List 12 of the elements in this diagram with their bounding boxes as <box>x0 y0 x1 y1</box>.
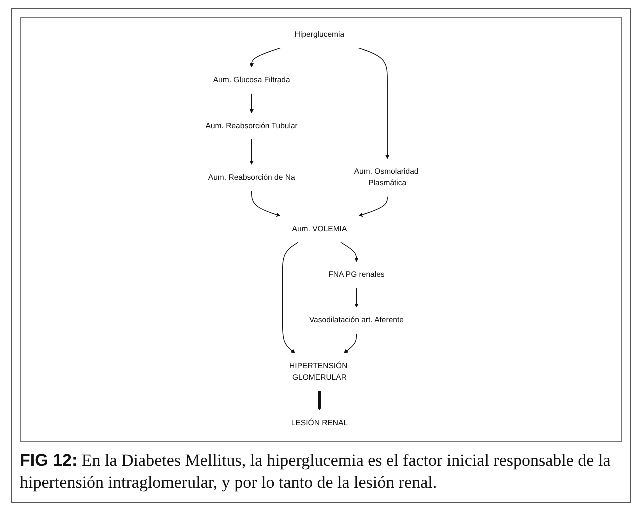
arrow <box>251 190 281 218</box>
arrow <box>318 391 322 411</box>
arrow <box>282 242 299 354</box>
arrow <box>358 196 388 218</box>
arrow <box>344 334 358 354</box>
arrow <box>358 48 390 160</box>
arrow <box>340 242 359 262</box>
figure-caption: FIG 12: En la Diabetes Mellitus, la hiperglucemia es el factor inicial responsable de la hipertensión intraglomerular, y por lo tanto de la lesión renal. <box>20 450 612 494</box>
arrow <box>250 48 282 68</box>
arrow <box>354 288 359 308</box>
arrow <box>250 139 254 165</box>
arrow <box>250 93 254 114</box>
